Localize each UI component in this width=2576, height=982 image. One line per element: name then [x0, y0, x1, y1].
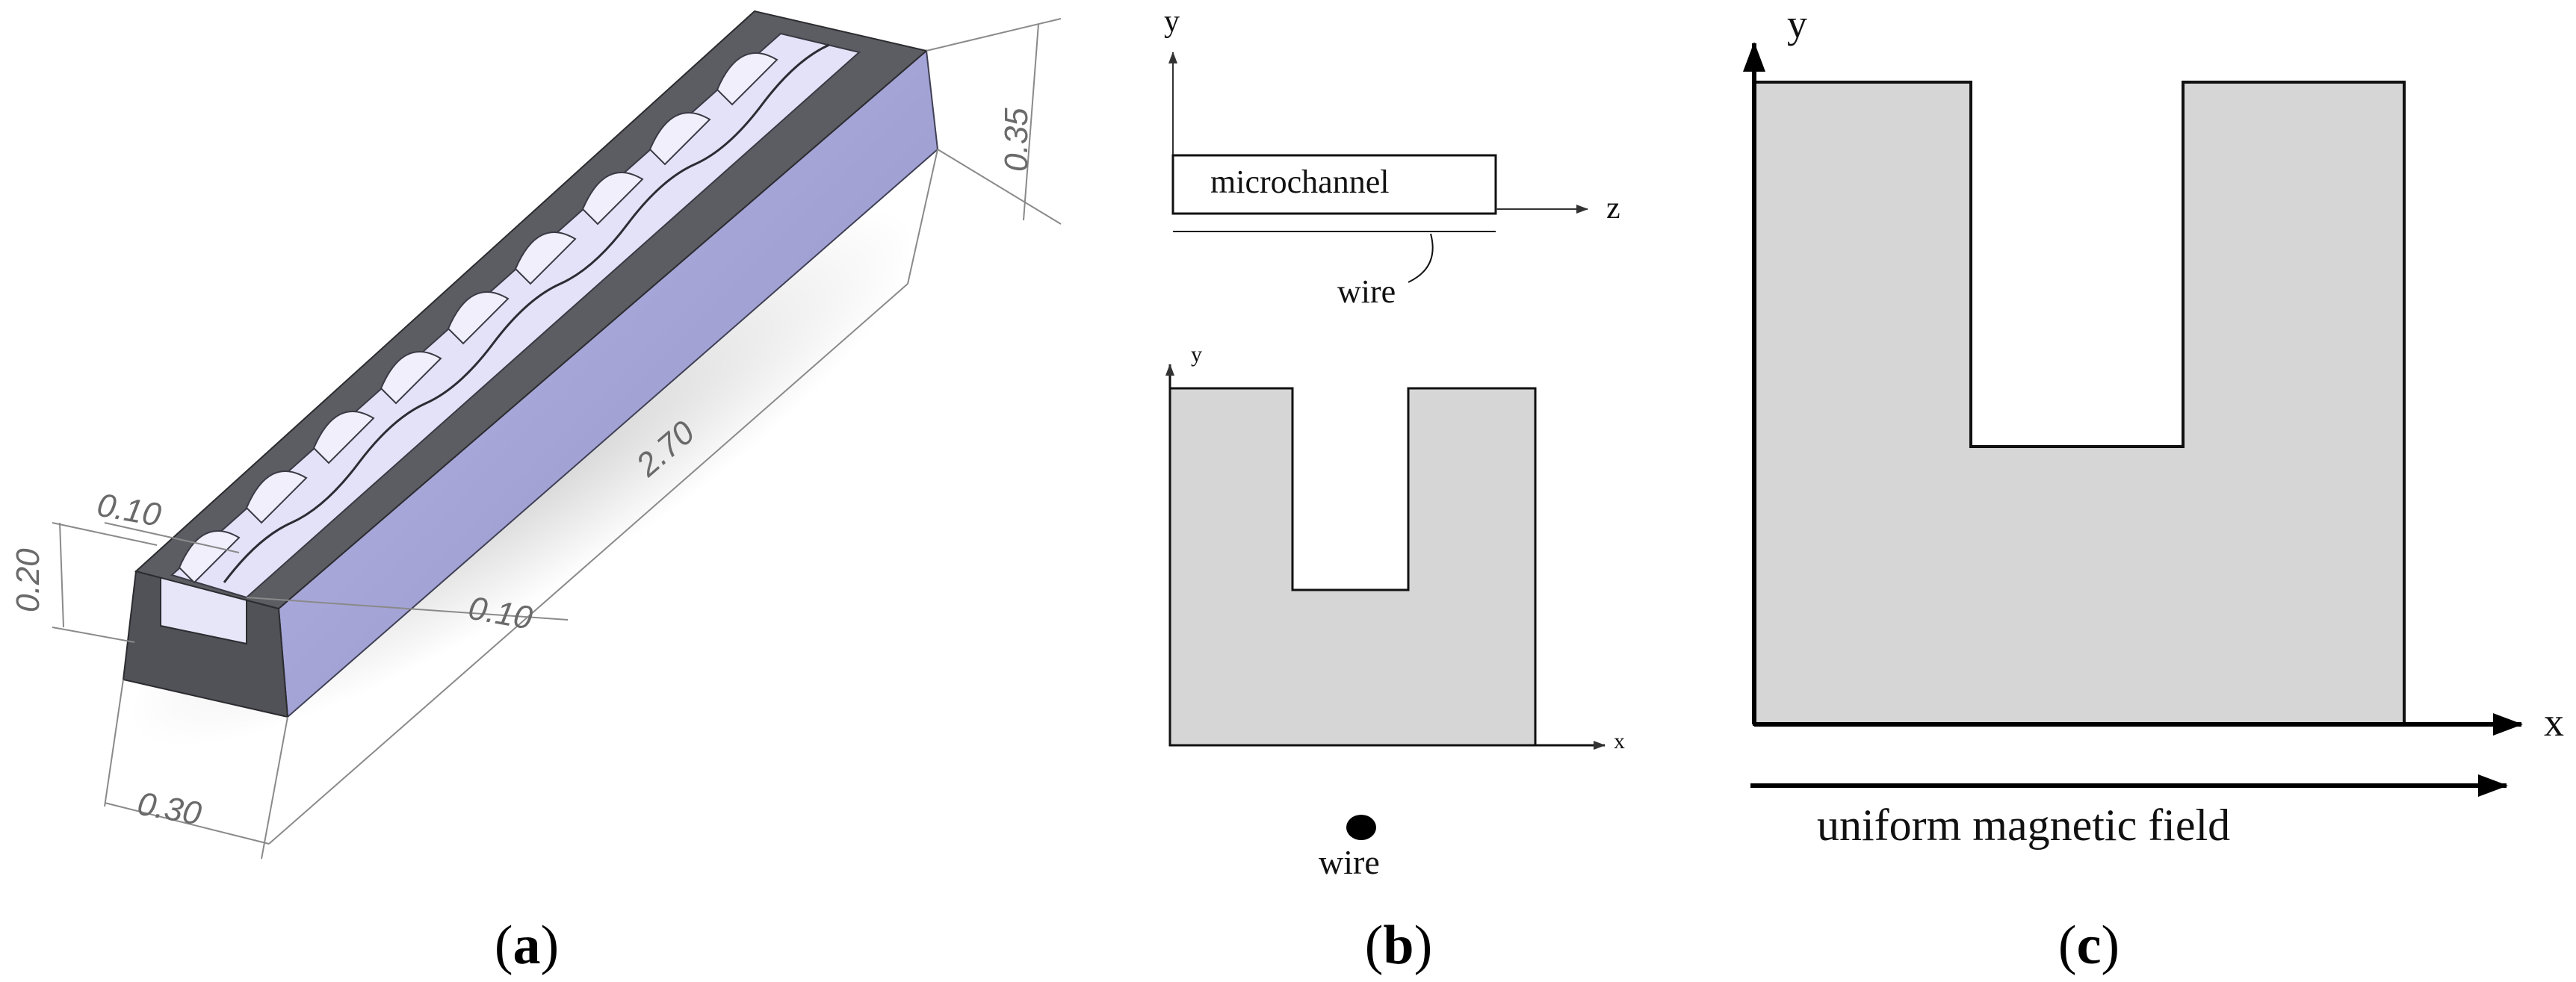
u-shape-large: [1753, 81, 2406, 726]
large-x-label: x: [2544, 700, 2564, 745]
small-x-label: x: [1614, 729, 1625, 753]
caption-b: (b): [1365, 915, 1432, 976]
panel-c: y x uniform magnetic field (c): [1743, 1, 2564, 976]
groove-floor-wave: [223, 43, 830, 583]
cross-section-small: y x wire: [1165, 342, 1625, 881]
dim-total-height: 0.35: [998, 108, 1035, 172]
wire-leader: [1408, 233, 1434, 283]
side-y-label: y: [1164, 4, 1180, 39]
dimension-lines: [52, 18, 1062, 860]
wavy-walls: [178, 52, 778, 584]
panel-a: 0.35 2.70 0.10 0.20 0.10 0.30 (a): [10, 10, 1062, 976]
field-label: uniform magnetic field: [1817, 801, 2230, 850]
caption-a: (a): [495, 915, 559, 976]
side-wire-label: wire: [1337, 273, 1396, 310]
small-y-label: y: [1191, 342, 1202, 367]
dim-top-width: 0.10: [94, 487, 164, 534]
wire-dot: [1346, 815, 1376, 840]
cross-wire-label: wire: [1319, 843, 1380, 881]
side-z-label: z: [1606, 191, 1620, 226]
microchannel-label: microchannel: [1210, 164, 1389, 200]
microchannel-rect: [1171, 154, 1497, 215]
caption-c: (c): [2058, 915, 2120, 976]
dim-base-width: 0.30: [134, 786, 204, 833]
u-shape-small: [1168, 387, 1537, 747]
side-view: y microchannel z wire: [1164, 4, 1620, 310]
dim-height: 0.20: [10, 548, 46, 612]
large-y-label: y: [1787, 1, 1807, 46]
panel-b: y microchannel z wire y x wire (b): [1164, 4, 1625, 976]
